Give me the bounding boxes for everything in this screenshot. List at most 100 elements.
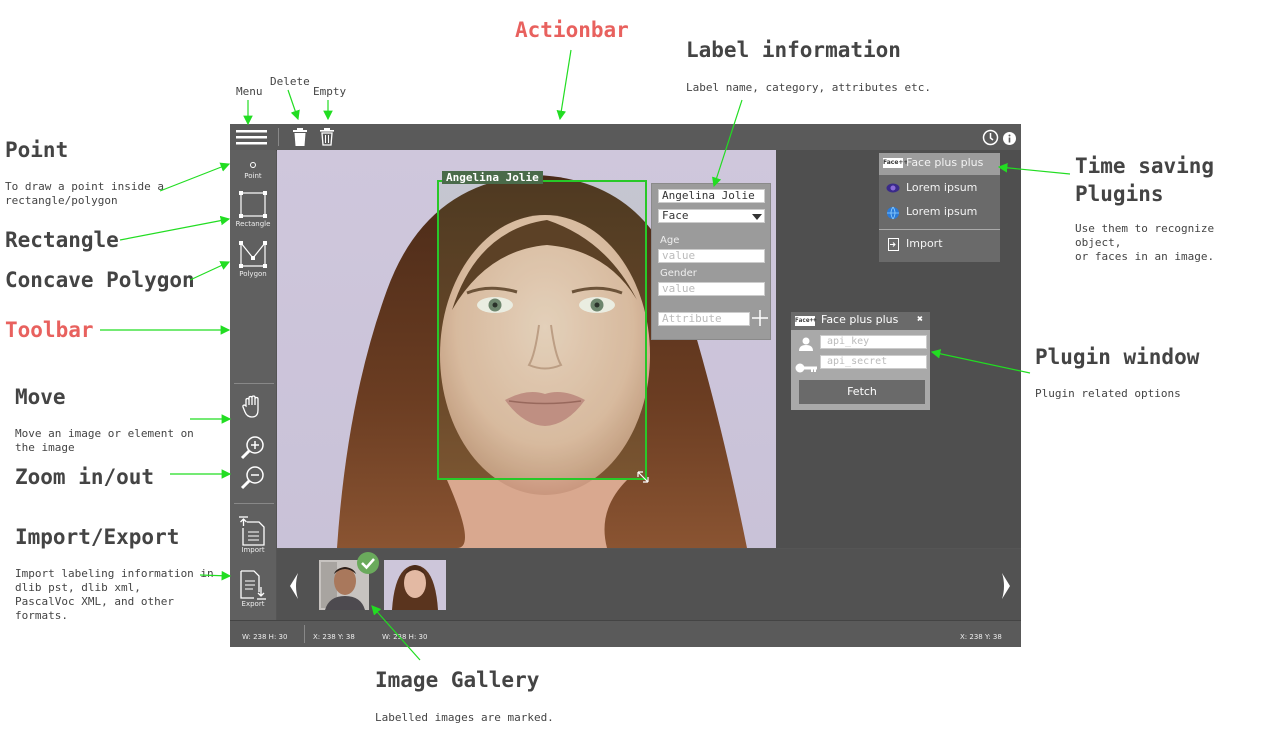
- plugin-window-titlebar: Face++ Face plus plus ✖: [791, 312, 930, 330]
- arrow-plugins: [997, 163, 1071, 175]
- globe-icon: [886, 206, 900, 223]
- delete-icon[interactable]: [292, 128, 308, 146]
- annotation-time-saving-desc: Use them to recognize object, or faces i…: [1075, 222, 1215, 263]
- point-tool[interactable]: Point: [230, 158, 276, 180]
- history-icon[interactable]: [982, 129, 999, 146]
- empty-trash-icon[interactable]: [319, 128, 335, 146]
- arrow-label-information: [712, 99, 743, 188]
- arrow-point: [159, 162, 231, 192]
- import-icon: [239, 516, 265, 546]
- rectangle-tool-icon: [239, 191, 267, 218]
- import-tool[interactable]: Import: [230, 516, 276, 554]
- gender-input[interactable]: value: [658, 282, 765, 296]
- plugin-window: Face++ Face plus plus ✖ api_key api_secr…: [791, 312, 930, 410]
- annotation-time-saving-title: Time saving Plugins: [1075, 154, 1215, 206]
- arrow-plugin-window: [930, 349, 1031, 374]
- actionbar-divider: [278, 128, 279, 146]
- annotation-zoom: Zoom in/out: [15, 465, 155, 489]
- resize-handle-icon[interactable]: [636, 469, 650, 483]
- polygon-tool[interactable]: Polygon: [230, 240, 276, 278]
- annotation-actionbar: Actionbar: [515, 18, 629, 42]
- status-bar: W: 238 H: 30 X: 238 Y: 38 W: 238 H: 30 X…: [230, 620, 1021, 647]
- annotation-plugin-window-desc: Plugin related options: [1035, 387, 1181, 400]
- user-icon: [799, 336, 813, 355]
- face-illustration: [337, 175, 747, 548]
- import-tool-label: Import: [241, 546, 265, 554]
- annotation-point-desc: To draw a point inside a rectangle/polyg…: [5, 180, 164, 207]
- info-icon[interactable]: [1003, 130, 1016, 145]
- annotation-move-desc: Move an image or element on the image: [15, 427, 194, 454]
- gallery-prev-icon[interactable]: [289, 573, 299, 603]
- point-tool-label: Point: [244, 172, 262, 180]
- close-icon[interactable]: ✖: [917, 314, 924, 325]
- category-select-value: Face: [662, 209, 689, 222]
- annotation-empty: Empty: [313, 85, 347, 98]
- age-label: Age: [660, 235, 680, 246]
- face-plus-plus-badge-icon: Face++: [795, 316, 817, 326]
- dropdown-arrow-icon: [752, 212, 762, 224]
- plugin-item-label: Face plus plus: [906, 156, 984, 169]
- annotation-delete: Delete: [270, 75, 310, 88]
- plugin-item-label: Import: [906, 237, 943, 250]
- annotation-rectangle: Rectangle: [5, 228, 119, 252]
- export-icon: [240, 570, 266, 600]
- import-plugin-icon: [888, 238, 899, 254]
- plugin-item-label: Lorem ipsum: [906, 181, 978, 194]
- rectangle-tool-label: Rectangle: [235, 220, 271, 228]
- polygon-tool-label: Polygon: [239, 270, 267, 278]
- plugin-item-label: Lorem ipsum: [906, 205, 978, 218]
- arrow-gallery: [371, 605, 421, 661]
- plugin-item-face-plus-plus[interactable]: Face++ Face plus plus: [879, 153, 1000, 175]
- toolbar-divider-2: [234, 503, 274, 504]
- gallery-next-icon[interactable]: [1001, 573, 1011, 603]
- status-size-left: W: 238 H: 30: [242, 633, 288, 641]
- annotation-import-export-desc: Import labeling information in dlib pst,…: [15, 567, 214, 622]
- annotation-concave-polygon: Concave Polygon: [5, 268, 195, 292]
- gender-label: Gender: [660, 268, 697, 279]
- add-attribute-icon[interactable]: [752, 310, 768, 326]
- labelled-check-icon: [357, 552, 379, 574]
- annotation-point-title: Point: [5, 138, 69, 162]
- annotation-menu: Menu: [236, 85, 263, 98]
- face-photo[interactable]: Angelina Jolie: [277, 150, 776, 548]
- plugin-window-title: Face plus plus: [821, 313, 899, 326]
- status-divider: [304, 625, 305, 643]
- annotation-image-gallery-desc: Labelled images are marked.: [375, 711, 554, 724]
- key-icon: [795, 358, 817, 377]
- annotation-label-information-title: Label information: [686, 38, 901, 62]
- point-tool-icon: [250, 162, 256, 168]
- attribute-input[interactable]: Attribute: [658, 312, 750, 326]
- bounding-box[interactable]: [437, 180, 647, 480]
- plugin-item-import[interactable]: Import: [879, 235, 1000, 255]
- age-input[interactable]: value: [658, 249, 765, 263]
- arrow-polygon: [189, 261, 231, 281]
- arrow-delete: [287, 89, 300, 121]
- category-select[interactable]: Face: [658, 209, 765, 223]
- plugins-menu-divider: [879, 229, 1000, 230]
- plugin-item-lorem-1[interactable]: Lorem ipsum: [879, 179, 1000, 199]
- zoom-in-icon[interactable]: [240, 435, 266, 461]
- annotation-import-export-title: Import/Export: [15, 525, 180, 549]
- menu-icon[interactable]: [236, 129, 268, 146]
- label-name-input[interactable]: Angelina Jolie: [658, 189, 765, 203]
- toolbar: Point Rectangle Polygon: [230, 150, 276, 620]
- eye-icon: [886, 182, 900, 197]
- fetch-button[interactable]: Fetch: [799, 380, 925, 404]
- rectangle-tool[interactable]: Rectangle: [230, 190, 276, 228]
- annotation-move-title: Move: [15, 385, 66, 409]
- export-tool-label: Export: [241, 600, 265, 608]
- bounding-box-label: Angelina Jolie: [442, 171, 543, 184]
- arrow-rectangle: [119, 215, 231, 241]
- polygon-tool-icon: [239, 241, 267, 268]
- export-tool[interactable]: Export: [230, 570, 276, 608]
- hand-move-icon[interactable]: [240, 394, 266, 420]
- face-plus-plus-badge-icon: Face++: [883, 158, 909, 168]
- status-position-right: X: 238 Y: 38: [960, 633, 1002, 641]
- image-gallery: [277, 549, 1021, 620]
- api-key-input[interactable]: api_key: [820, 335, 927, 349]
- gallery-thumb-woman[interactable]: [384, 560, 446, 610]
- zoom-out-icon[interactable]: [240, 465, 266, 491]
- api-secret-input[interactable]: api_secret: [820, 355, 927, 369]
- plugin-item-lorem-2[interactable]: Lorem ipsum: [879, 203, 1000, 223]
